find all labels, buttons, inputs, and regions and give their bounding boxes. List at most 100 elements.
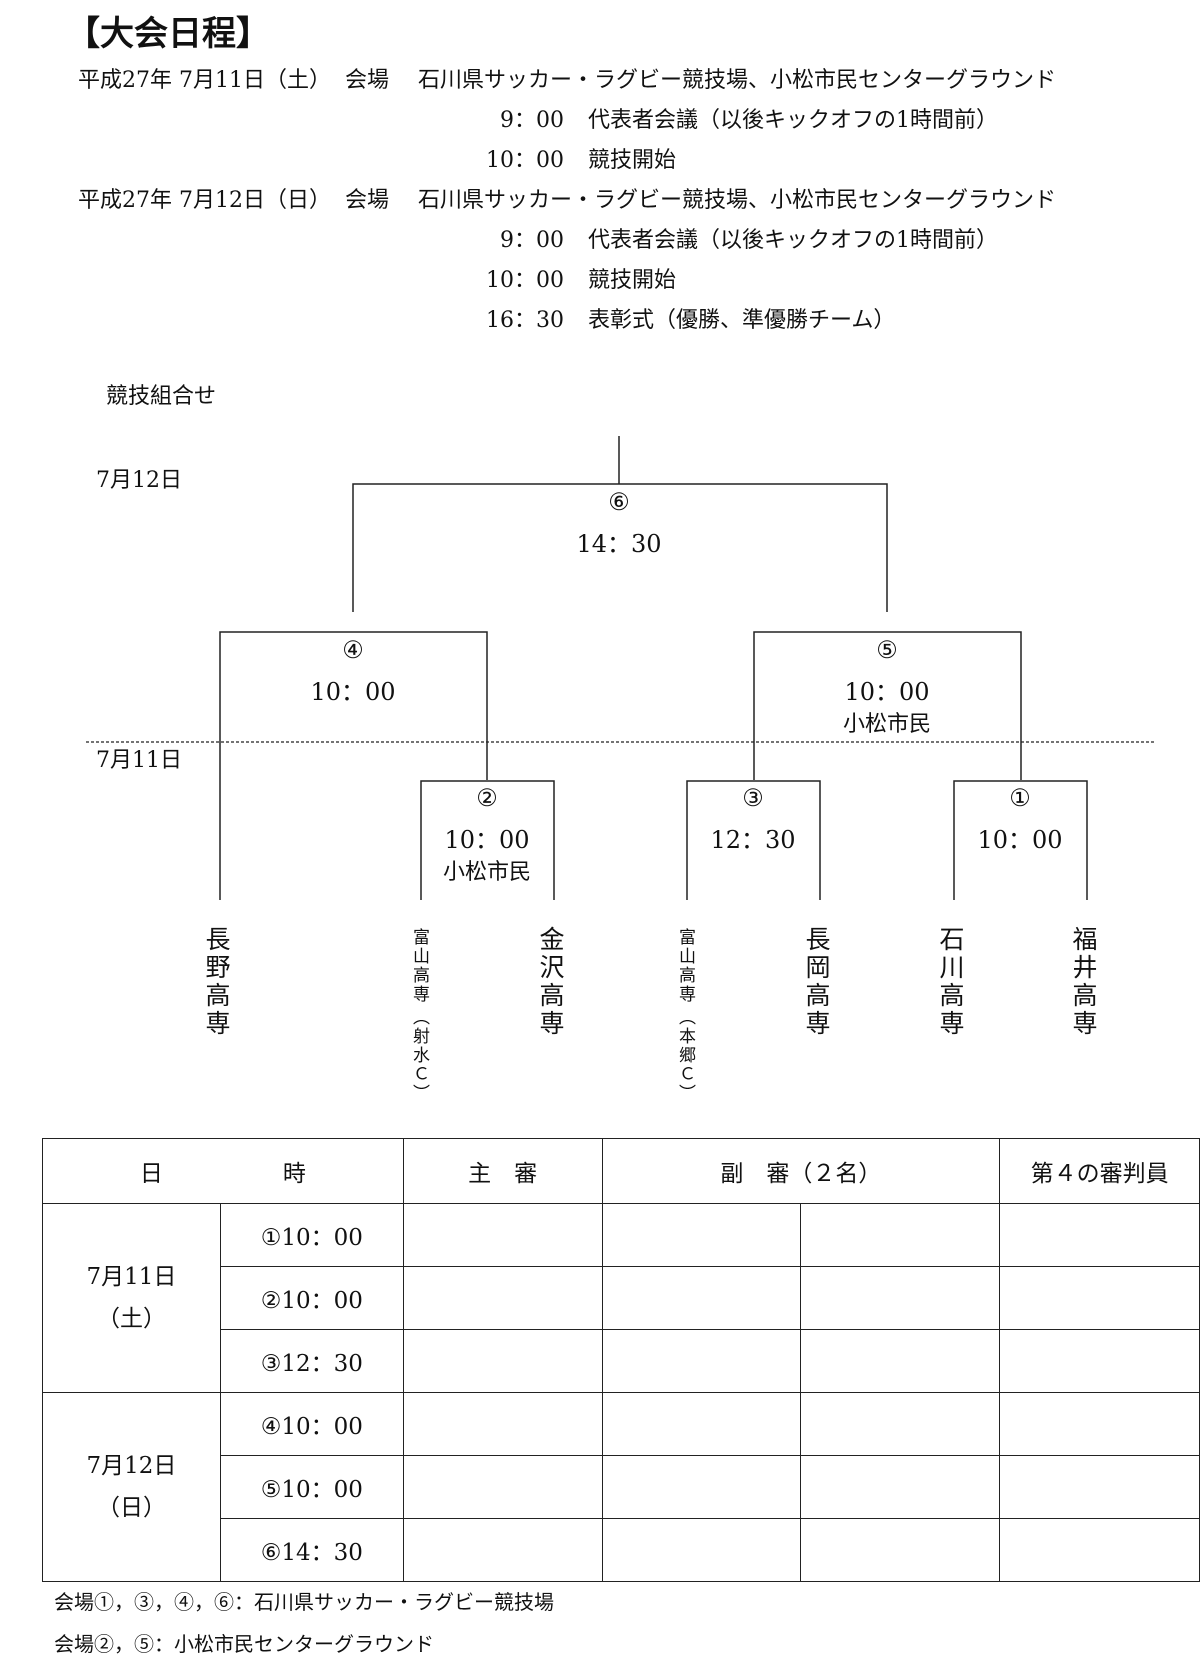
fourth-official-cell[interactable] xyxy=(999,1203,1200,1267)
team-ishikawa: 石川高専 xyxy=(936,926,965,1038)
main-referee-cell[interactable] xyxy=(402,1392,603,1456)
assistant-referee-cell[interactable] xyxy=(601,1329,802,1393)
team-nagaoka: 長岡高専 xyxy=(802,926,831,1038)
venue-label-1: 会場 xyxy=(345,68,390,93)
bracket-line-m5 xyxy=(753,631,1022,780)
event-time: 9：00 xyxy=(500,108,564,133)
schedule-date-1: 平成27年 7月11日（土） xyxy=(78,68,331,93)
team-name: 富山高専 xyxy=(409,928,429,1004)
assistant-referee-cell[interactable] xyxy=(601,1518,802,1582)
header-assistant-referees: 副 審（２名） xyxy=(601,1138,1001,1204)
assistant-referee-cell[interactable] xyxy=(800,1266,1001,1330)
match-2-number: ② xyxy=(476,784,498,812)
event-time: 9：00 xyxy=(500,228,564,253)
event-desc: 代表者会議（以後キックオフの1時間前） xyxy=(588,108,998,133)
event-time: 10：00 xyxy=(486,268,564,293)
day-cell-12: 7月12日 （日） xyxy=(42,1392,221,1582)
assistant-referee-cell[interactable] xyxy=(601,1455,802,1519)
match-5-venue: 小松市民 xyxy=(842,712,931,737)
table-row: ⑥14：30 xyxy=(43,1518,1200,1582)
fourth-official-cell[interactable] xyxy=(999,1518,1200,1582)
footnote-venue-1: 会場①，③，④，⑥：石川県サッカー・ラグビー競技場 xyxy=(54,1590,554,1614)
team-name: 富山高専 xyxy=(675,928,695,1004)
table-header-row: 日時 主 審 副 審（２名） 第４の審判員 xyxy=(42,1138,1200,1204)
table-row: ②10：00 xyxy=(43,1266,1200,1330)
team-campus: （本郷Ｃ） xyxy=(675,1008,695,1103)
bracket-line-m4 xyxy=(219,631,488,900)
venue-label-2: 会場 xyxy=(345,188,390,213)
slot-cell: ④10：00 xyxy=(219,1392,404,1456)
event-desc: 競技開始 xyxy=(588,268,677,293)
fourth-official-cell[interactable] xyxy=(999,1266,1200,1330)
assistant-referee-cell[interactable] xyxy=(800,1203,1001,1267)
assistant-referee-cell[interactable] xyxy=(800,1518,1001,1582)
header-main-referee: 主 審 xyxy=(402,1138,603,1204)
day-label-11: 7月11日 xyxy=(96,748,182,773)
assistant-referee-cell[interactable] xyxy=(800,1329,1001,1393)
venue-1: 石川県サッカー・ラグビー競技場、小松市民センターグラウンド xyxy=(418,68,1057,93)
fourth-official-cell[interactable] xyxy=(999,1455,1200,1519)
match-6-time: 14：30 xyxy=(576,530,662,558)
event-desc: 表彰式（優勝、準優勝チーム） xyxy=(588,308,896,333)
main-referee-cell[interactable] xyxy=(402,1455,603,1519)
assistant-referee-cell[interactable] xyxy=(800,1392,1001,1456)
table-row: 7月12日 （日） ④10：00 xyxy=(42,1392,1200,1582)
match-4-time: 10：00 xyxy=(310,678,396,706)
team-fukui: 福井高専 xyxy=(1069,926,1098,1038)
header-datetime: 日時 xyxy=(42,1138,404,1204)
main-referee-cell[interactable] xyxy=(402,1266,603,1330)
team-toyama-imizu: 富山高専 （射水Ｃ） xyxy=(409,928,429,1103)
match-5-number: ⑤ xyxy=(876,636,898,664)
table-row: 7月11日 （土） ①10：00 xyxy=(42,1203,1200,1393)
table-row: ③12：30 xyxy=(43,1329,1200,1393)
day-date: 7月12日 xyxy=(86,1453,177,1479)
team-nagano: 長野高専 xyxy=(202,926,231,1038)
team-kanazawa: 金沢高専 xyxy=(536,926,565,1038)
assistant-referee-cell[interactable] xyxy=(800,1455,1001,1519)
main-referee-cell[interactable] xyxy=(402,1518,603,1582)
team-campus: （射水Ｃ） xyxy=(409,1008,429,1103)
fourth-official-cell[interactable] xyxy=(999,1392,1200,1456)
slot-cell: ⑥14：30 xyxy=(219,1518,404,1582)
match-2-venue: 小松市民 xyxy=(442,860,531,885)
slot-cell: ③12：30 xyxy=(219,1329,404,1393)
main-referee-cell[interactable] xyxy=(402,1329,603,1393)
assistant-referee-cell[interactable] xyxy=(601,1266,802,1330)
match-1-time: 10：00 xyxy=(977,826,1063,854)
referee-table: 日時 主 審 副 審（２名） 第４の審判員 7月11日 （土） ①10：00 ②… xyxy=(42,1138,1200,1582)
assistant-referee-cell[interactable] xyxy=(601,1392,802,1456)
bracket-line-final xyxy=(352,436,888,612)
slot-cell: ⑤10：00 xyxy=(219,1455,404,1519)
match-2-time: 10：00 xyxy=(444,826,530,854)
event-time: 10：00 xyxy=(486,148,564,173)
venue-2: 石川県サッカー・ラグビー競技場、小松市民センターグラウンド xyxy=(418,188,1057,213)
match-3-time: 12：30 xyxy=(710,826,796,854)
team-toyama-hongo: 富山高専 （本郷Ｃ） xyxy=(675,928,695,1103)
tournament-bracket xyxy=(86,436,1155,900)
page-title: 【大会日程】 xyxy=(66,14,270,54)
footnote-venue-2: 会場②，⑤：小松市民センターグラウンド xyxy=(54,1632,434,1656)
match-3-number: ③ xyxy=(742,784,764,812)
day-weekday: （土） xyxy=(96,1306,166,1332)
header-fourth-official: 第４の審判員 xyxy=(999,1138,1200,1204)
bracket-line-m1 xyxy=(953,780,1088,900)
bracket-line-m3 xyxy=(686,780,821,900)
slot-cell: ②10：00 xyxy=(219,1266,404,1330)
match-1-number: ① xyxy=(1009,784,1031,812)
event-time: 16：30 xyxy=(486,308,564,333)
slot-cell: ①10：00 xyxy=(219,1203,404,1267)
day-date: 7月11日 xyxy=(86,1264,177,1290)
event-desc: 競技開始 xyxy=(588,148,677,173)
day-weekday: （日） xyxy=(96,1495,166,1521)
fourth-official-cell[interactable] xyxy=(999,1329,1200,1393)
match-4-number: ④ xyxy=(342,636,364,664)
assistant-referee-cell[interactable] xyxy=(601,1203,802,1267)
event-desc: 代表者会議（以後キックオフの1時間前） xyxy=(588,228,998,253)
match-6-number: ⑥ xyxy=(608,488,630,516)
bracket-line-m2 xyxy=(420,780,555,900)
match-5-time: 10：00 xyxy=(844,678,930,706)
main-referee-cell[interactable] xyxy=(402,1203,603,1267)
schedule-date-2: 平成27年 7月12日（日） xyxy=(78,188,331,213)
day-cell-11: 7月11日 （土） xyxy=(42,1203,221,1393)
header-datetime-b: 時 xyxy=(282,1161,306,1187)
